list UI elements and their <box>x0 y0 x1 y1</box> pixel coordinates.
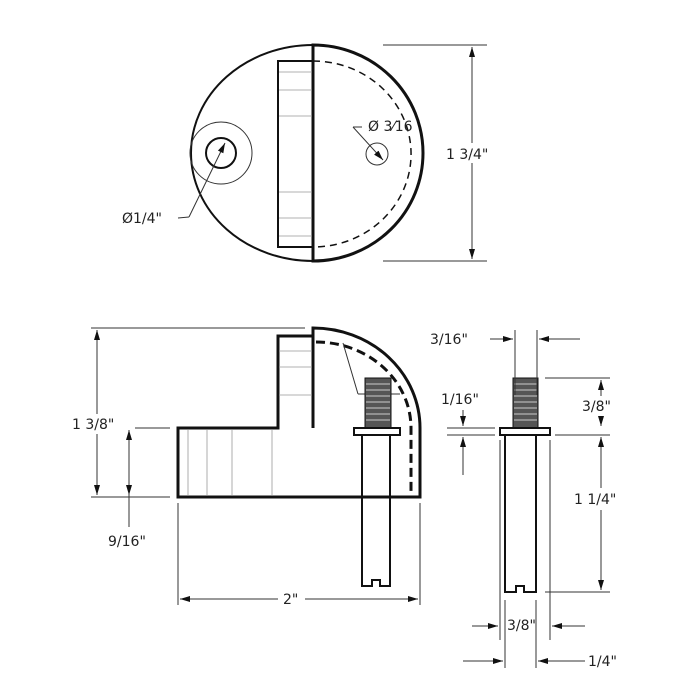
dim-height: 1 3/4" <box>446 147 488 163</box>
pin-flange <box>499 427 551 436</box>
pin-hole <box>365 142 389 166</box>
post-shading <box>279 71 312 237</box>
screw-counterbore <box>189 121 253 185</box>
dim-hole-small: Ø 3⁄16 <box>368 119 413 135</box>
body-shading <box>187 350 312 495</box>
pin-view: 3/16" 1/16" 3/8" 1 1/4" 3/8" 1/4" <box>430 330 632 670</box>
installed-pin <box>353 377 401 587</box>
dome-outline <box>311 43 425 263</box>
upright-post <box>277 60 314 248</box>
leader-hole-small <box>352 126 384 161</box>
screw-hole <box>205 137 237 169</box>
dim-flange-dia: 3/8" <box>507 618 536 634</box>
dim-total-height: 1 3/8" <box>72 417 114 433</box>
dim-width: 2" <box>283 592 298 608</box>
side-view: 1 3/8" 9/16" 2" <box>70 326 422 608</box>
dim-thread-dia: 3/16" <box>430 332 468 348</box>
dim-shaft-length: 1 1/4" <box>574 492 616 508</box>
dim-thread-length: 3/8" <box>582 399 611 415</box>
pin-shaft <box>504 435 537 593</box>
stop-body-outline <box>176 326 422 499</box>
dim-hole-large: Ø1/4" <box>122 211 162 227</box>
dome-hidden-line <box>315 340 413 497</box>
top-view: Ø1/4" Ø 3⁄16 1 3/4" <box>122 43 500 263</box>
leader-hole-large <box>188 142 226 218</box>
base-outline-left <box>190 44 314 262</box>
dome-inner-hidden-line <box>312 60 412 248</box>
dim-flange-thickness: 1/16" <box>441 392 479 408</box>
dim-base-height: 9/16" <box>108 534 146 550</box>
dim-shaft-dia: 1/4" <box>588 654 617 670</box>
